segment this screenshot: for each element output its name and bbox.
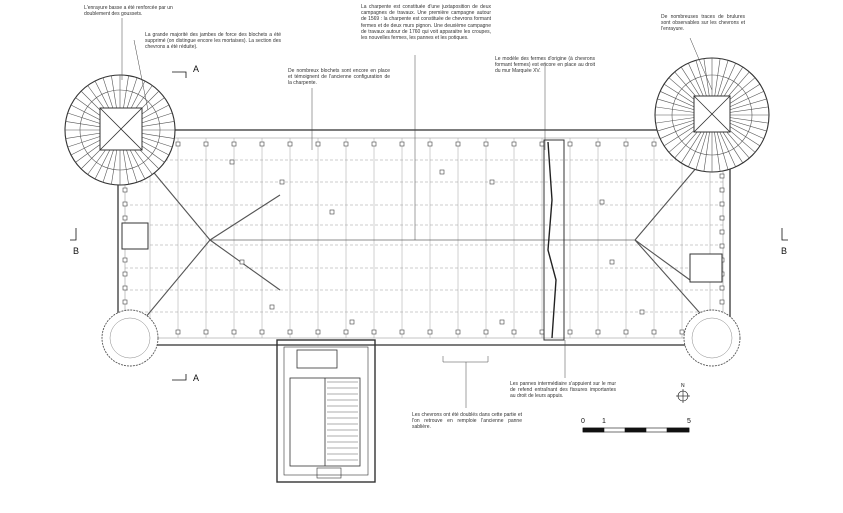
section-a-top: A [193, 64, 200, 74]
chimney-right [689, 253, 723, 283]
scale-label-5: 5 [687, 418, 691, 425]
note-jambes: La grande majorité des jambes de force d… [145, 32, 281, 51]
turret-right [654, 57, 770, 173]
note-doubles: Les chevrons ont été doublés dans cette … [412, 412, 522, 431]
roof-inner-outline [124, 137, 724, 339]
note-charpente: La charpente est constituée d'une juxtap… [361, 4, 491, 42]
scale-bar [582, 427, 690, 433]
north-label: N [681, 383, 685, 389]
note-enrayure: L'enrayure basse a été renforcée par un … [84, 5, 173, 18]
hip-rafters [134, 139, 721, 331]
turret-bottom-right [683, 309, 741, 367]
stair-tower [276, 339, 376, 483]
note-pannes: Les pannes intermédiaire s'appuient sur … [510, 381, 616, 400]
rafter-grid [149, 138, 711, 338]
section-b-right: B [781, 246, 788, 256]
refend-wall [543, 139, 565, 341]
refend-wall-detail [547, 141, 557, 339]
note-modele: Le modèle des fermes d'origine (à chevro… [495, 56, 595, 75]
roof-outline [117, 129, 731, 346]
note-blochets: De nombreux blochets sont encore en plac… [288, 68, 390, 87]
section-a-bottom: A [193, 373, 200, 383]
note-traces: De nombreuses traces de brulures sont ob… [661, 14, 745, 33]
turret-bottom-left [101, 309, 159, 367]
chimney-left [121, 222, 149, 250]
north-arrow-icon [676, 389, 690, 403]
turret-left [64, 74, 176, 186]
scale-label-1: 1 [602, 418, 606, 425]
scale-label-0: 0 [581, 418, 585, 425]
leader-lines [121, 18, 713, 408]
section-marks [70, 71, 788, 381]
section-b-left: B [73, 246, 80, 256]
purlin-lines [125, 159, 723, 313]
